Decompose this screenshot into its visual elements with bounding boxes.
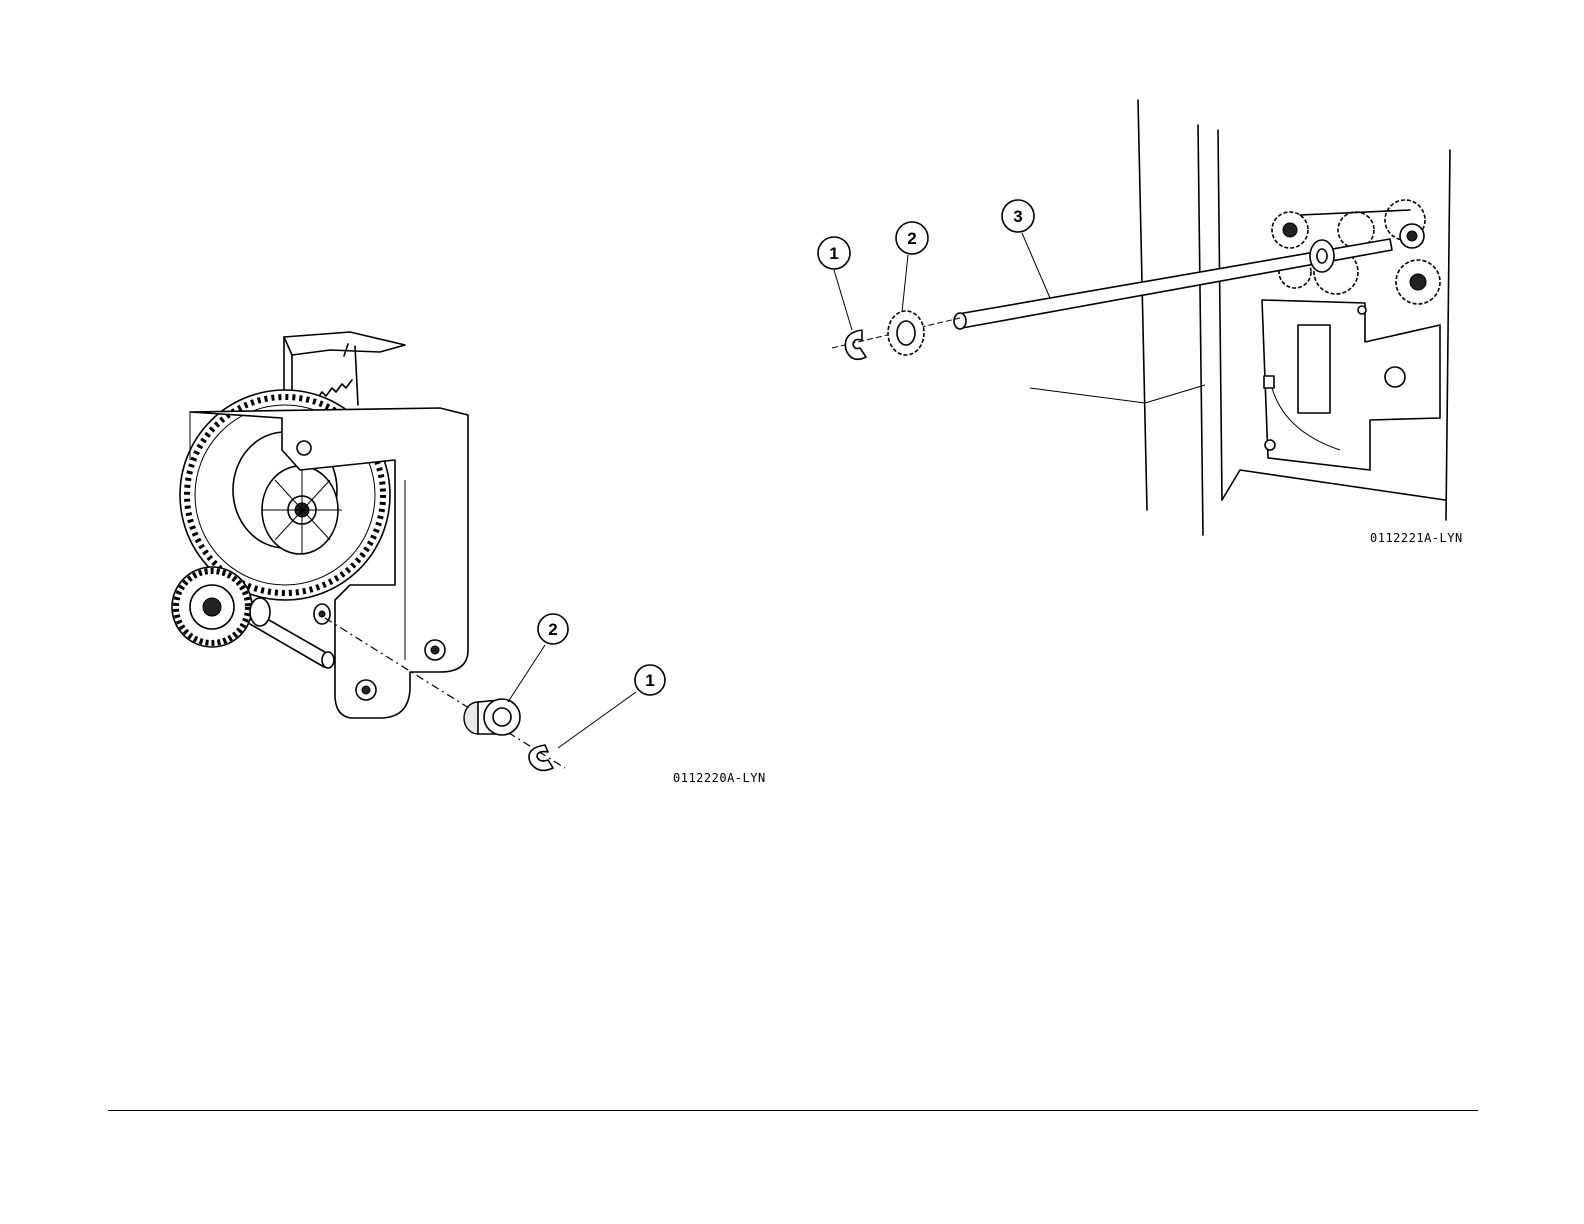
right-figure-code: 0112221A-LYN bbox=[1370, 531, 1463, 545]
callout-2: 2 bbox=[538, 614, 568, 644]
callout-3: 3 bbox=[1002, 200, 1034, 232]
left-figure-code: 0112220A-LYN bbox=[673, 771, 766, 785]
svg-text:2: 2 bbox=[907, 229, 916, 248]
drive-motor-plate bbox=[1262, 300, 1440, 470]
svg-text:3: 3 bbox=[1013, 207, 1022, 226]
svg-text:2: 2 bbox=[548, 620, 557, 639]
left-exploded-view-diagram: 2 1 bbox=[150, 310, 790, 810]
pinion-gear bbox=[888, 311, 924, 355]
callout-2: 2 bbox=[896, 222, 928, 254]
callout-1: 1 bbox=[818, 237, 850, 269]
footer-divider bbox=[108, 1110, 1478, 1111]
svg-text:1: 1 bbox=[829, 244, 838, 263]
right-exploded-view-diagram: 1 2 3 bbox=[800, 90, 1480, 560]
svg-text:1: 1 bbox=[645, 671, 654, 690]
machine-frame bbox=[1030, 100, 1450, 535]
small-gear bbox=[172, 567, 252, 647]
gear-shaft bbox=[250, 598, 334, 668]
e-clip bbox=[845, 330, 866, 359]
callout-1: 1 bbox=[635, 665, 665, 695]
bearing-part bbox=[464, 699, 520, 735]
